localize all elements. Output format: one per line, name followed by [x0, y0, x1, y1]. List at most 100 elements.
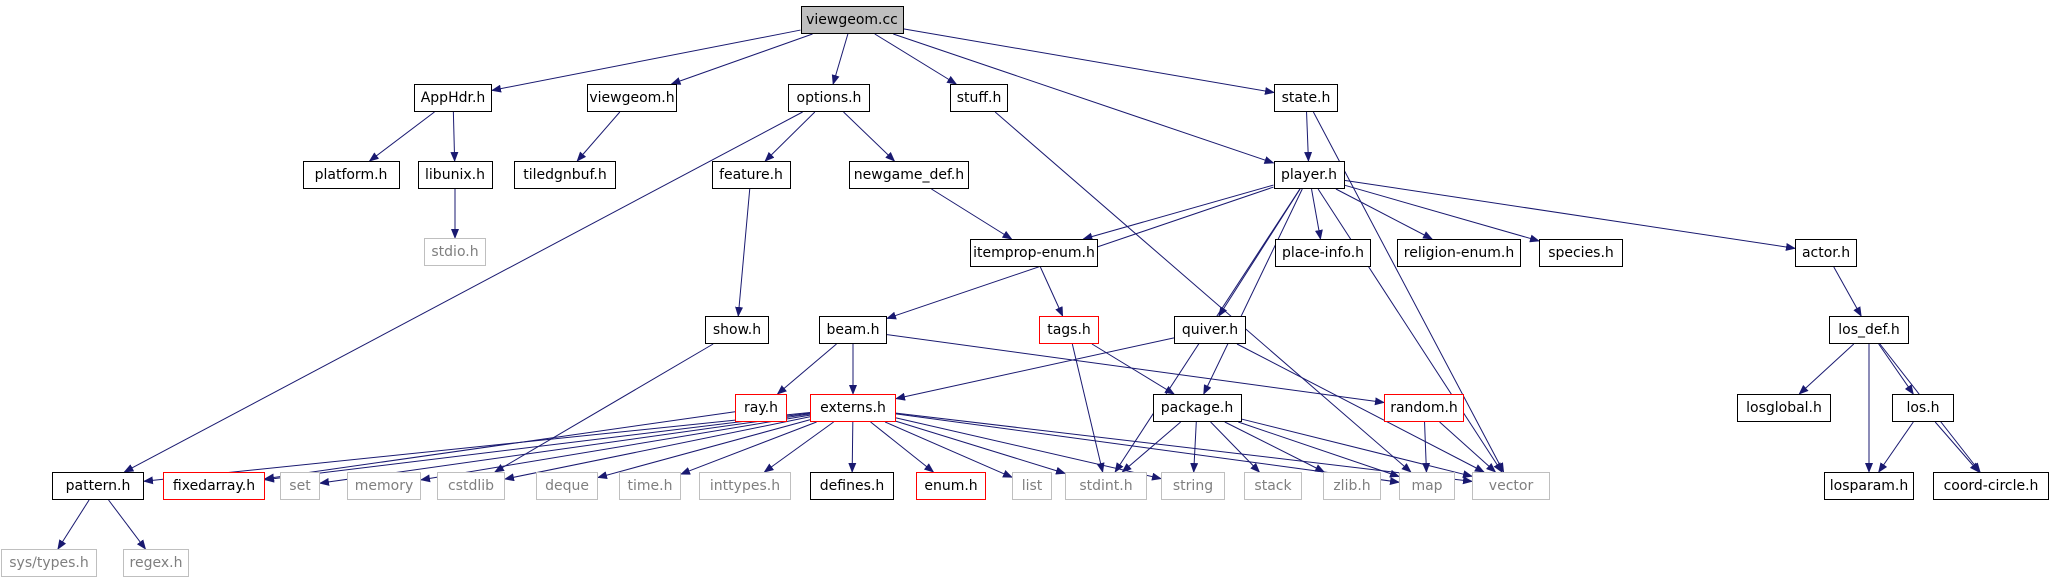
node-stdint-h[interactable]: stdint.h [1065, 472, 1147, 500]
node-externs-h[interactable]: externs.h [810, 394, 896, 422]
node-tags-h[interactable]: tags.h [1039, 316, 1099, 344]
edge-player-h-to-place-info-h [1311, 188, 1323, 240]
node-viewgeom-cc[interactable]: viewgeom.cc [800, 6, 904, 34]
edge-externs-h-to-pattern-h [143, 411, 811, 485]
edge-package-h-to-zlib-h [1224, 421, 1326, 473]
node-place-info-h[interactable]: place-info.h [1275, 239, 1371, 267]
edge-los-h-to-losparam-h [1878, 421, 1914, 473]
node-losglobal-h[interactable]: losglobal.h [1737, 394, 1831, 422]
node-options-h[interactable]: options.h [788, 84, 870, 112]
edge-package-h-to-stdint-h [1121, 421, 1181, 473]
node-viewgeom-h[interactable]: viewgeom.h [587, 84, 677, 112]
node-platform-h[interactable]: platform.h [302, 161, 400, 189]
edge-random-h-to-map [1422, 421, 1431, 473]
node-regex-h[interactable]: regex.h [123, 549, 189, 577]
edge-package-h-to-stack [1210, 421, 1261, 473]
edge-quiver-h-to-vector [1236, 343, 1485, 473]
node-cstdlib[interactable]: cstdlib [437, 472, 505, 500]
node-los-h[interactable]: los.h [1892, 394, 1954, 422]
edge-apphdr-h-to-platform-h [368, 111, 435, 162]
node-beam-h[interactable]: beam.h [819, 316, 887, 344]
edge-tags-h-to-stdint-h [1071, 343, 1105, 473]
edge-quiver-h-to-externs-h [895, 337, 1175, 401]
node-itemprop-enum-h[interactable]: itemprop-enum.h [970, 239, 1098, 267]
edge-player-h-to-actor-h [1344, 179, 1796, 251]
edge-ray-h-to-fixedarray-h [264, 411, 736, 482]
node-random-h[interactable]: random.h [1384, 394, 1464, 422]
edge-pattern-h-to-sys-types-h [57, 499, 90, 550]
edge-options-h-to-pattern-h [123, 111, 803, 473]
node-player-h[interactable]: player.h [1273, 161, 1345, 189]
node-apphdr-h[interactable]: AppHdr.h [414, 84, 492, 112]
edge-show-h-to-cstdlib [494, 343, 714, 473]
edge-externs-h-to-stdint-h [895, 420, 1066, 475]
edge-externs-h-to-time-h [680, 421, 817, 475]
edge-random-h-to-vector [1439, 421, 1497, 473]
edge-package-h-to-string [1190, 421, 1199, 473]
node-fixedarray-h[interactable]: fixedarray.h [163, 472, 265, 500]
node-ray-h[interactable]: ray.h [735, 394, 787, 422]
node-set[interactable]: set [280, 472, 320, 500]
edge-externs-h-to-list [884, 421, 1013, 478]
edge-stuff-h-to-map [994, 111, 1412, 473]
edge-itemprop-enum-h-to-tags-h [1039, 266, 1064, 317]
node-pattern-h[interactable]: pattern.h [52, 472, 144, 500]
edge-tags-h-to-package-h [1091, 343, 1175, 395]
node-map[interactable]: map [1399, 472, 1455, 500]
edge-beam-h-to-ray-h [776, 343, 837, 395]
node-list[interactable]: list [1012, 472, 1052, 500]
node-quiver-h[interactable]: quiver.h [1174, 316, 1246, 344]
edge-los-def-h-to-losglobal-h [1798, 343, 1855, 395]
edge-package-h-to-vector [1241, 418, 1473, 479]
edge-externs-h-to-enum-h [870, 421, 935, 473]
edge-player-h-to-vector [1317, 188, 1503, 473]
edge-los-def-h-to-los-h [1878, 343, 1914, 395]
node-actor-h[interactable]: actor.h [1795, 239, 1857, 267]
node-enum-h[interactable]: enum.h [916, 472, 986, 500]
node-losparam-h[interactable]: losparam.h [1824, 472, 1914, 500]
edge-viewgeom-h-to-tiledgnbuf-h [576, 111, 621, 162]
node-religion-enum-h[interactable]: religion-enum.h [1397, 239, 1521, 267]
node-feature-h[interactable]: feature.h [711, 161, 791, 189]
node-coord-circle-h[interactable]: coord-circle.h [1933, 472, 2049, 500]
edge-player-h-to-species-h [1344, 184, 1540, 243]
edge-pattern-h-to-regex-h [108, 499, 147, 550]
node-inttypes-h[interactable]: inttypes.h [699, 472, 791, 500]
node-zlib-h[interactable]: zlib.h [1323, 472, 1381, 500]
node-stack[interactable]: stack [1244, 472, 1302, 500]
edge-beam-h-to-random-h [886, 334, 1385, 406]
edge-newgame-def-h-to-itemprop-enum-h [931, 188, 1013, 240]
node-species-h[interactable]: species.h [1539, 239, 1623, 267]
node-deque[interactable]: deque [536, 472, 598, 500]
edge-los-h-to-coord-circle-h [1934, 421, 1980, 473]
node-package-h[interactable]: package.h [1152, 394, 1242, 422]
node-sys-types-h[interactable]: sys/types.h [1, 549, 97, 577]
edge-externs-h-to-defines-h [848, 421, 857, 473]
edge-viewgeom-cc-to-viewgeom-h [670, 33, 813, 85]
node-los-def-h[interactable]: los_def.h [1829, 316, 1909, 344]
node-defines-h[interactable]: defines.h [810, 472, 894, 500]
edge-state-h-to-vector [1312, 111, 1505, 473]
edge-viewgeom-cc-to-apphdr-h [491, 29, 801, 93]
edge-externs-h-to-deque [597, 419, 811, 480]
edge-player-h-to-package-h [1203, 188, 1303, 395]
edge-externs-h-to-fixedarray-h [264, 412, 811, 483]
edge-player-h-to-itemprop-enum-h [1082, 184, 1274, 241]
node-memory[interactable]: memory [347, 472, 421, 500]
node-state-h[interactable]: state.h [1274, 84, 1338, 112]
node-vector[interactable]: vector [1472, 472, 1550, 500]
edge-player-h-to-religion-enum-h [1335, 188, 1433, 240]
node-string[interactable]: string [1161, 472, 1225, 500]
edge-externs-h-to-cstdlib [504, 416, 811, 482]
edge-options-h-to-feature-h [764, 111, 816, 162]
node-newgame-def-h[interactable]: newgame_def.h [849, 161, 969, 189]
node-time-h[interactable]: time.h [619, 472, 681, 500]
node-show-h[interactable]: show.h [705, 316, 769, 344]
node-stdio-h[interactable]: stdio.h [424, 238, 486, 266]
node-stuff-h[interactable]: stuff.h [950, 84, 1008, 112]
node-tiledgnbuf-h[interactable]: tiledgnbuf.h [514, 161, 616, 189]
edge-viewgeom-cc-to-player-h [893, 33, 1275, 164]
edge-viewgeom-cc-to-stuff-h [874, 33, 958, 85]
node-libunix-h[interactable]: libunix.h [417, 161, 493, 189]
